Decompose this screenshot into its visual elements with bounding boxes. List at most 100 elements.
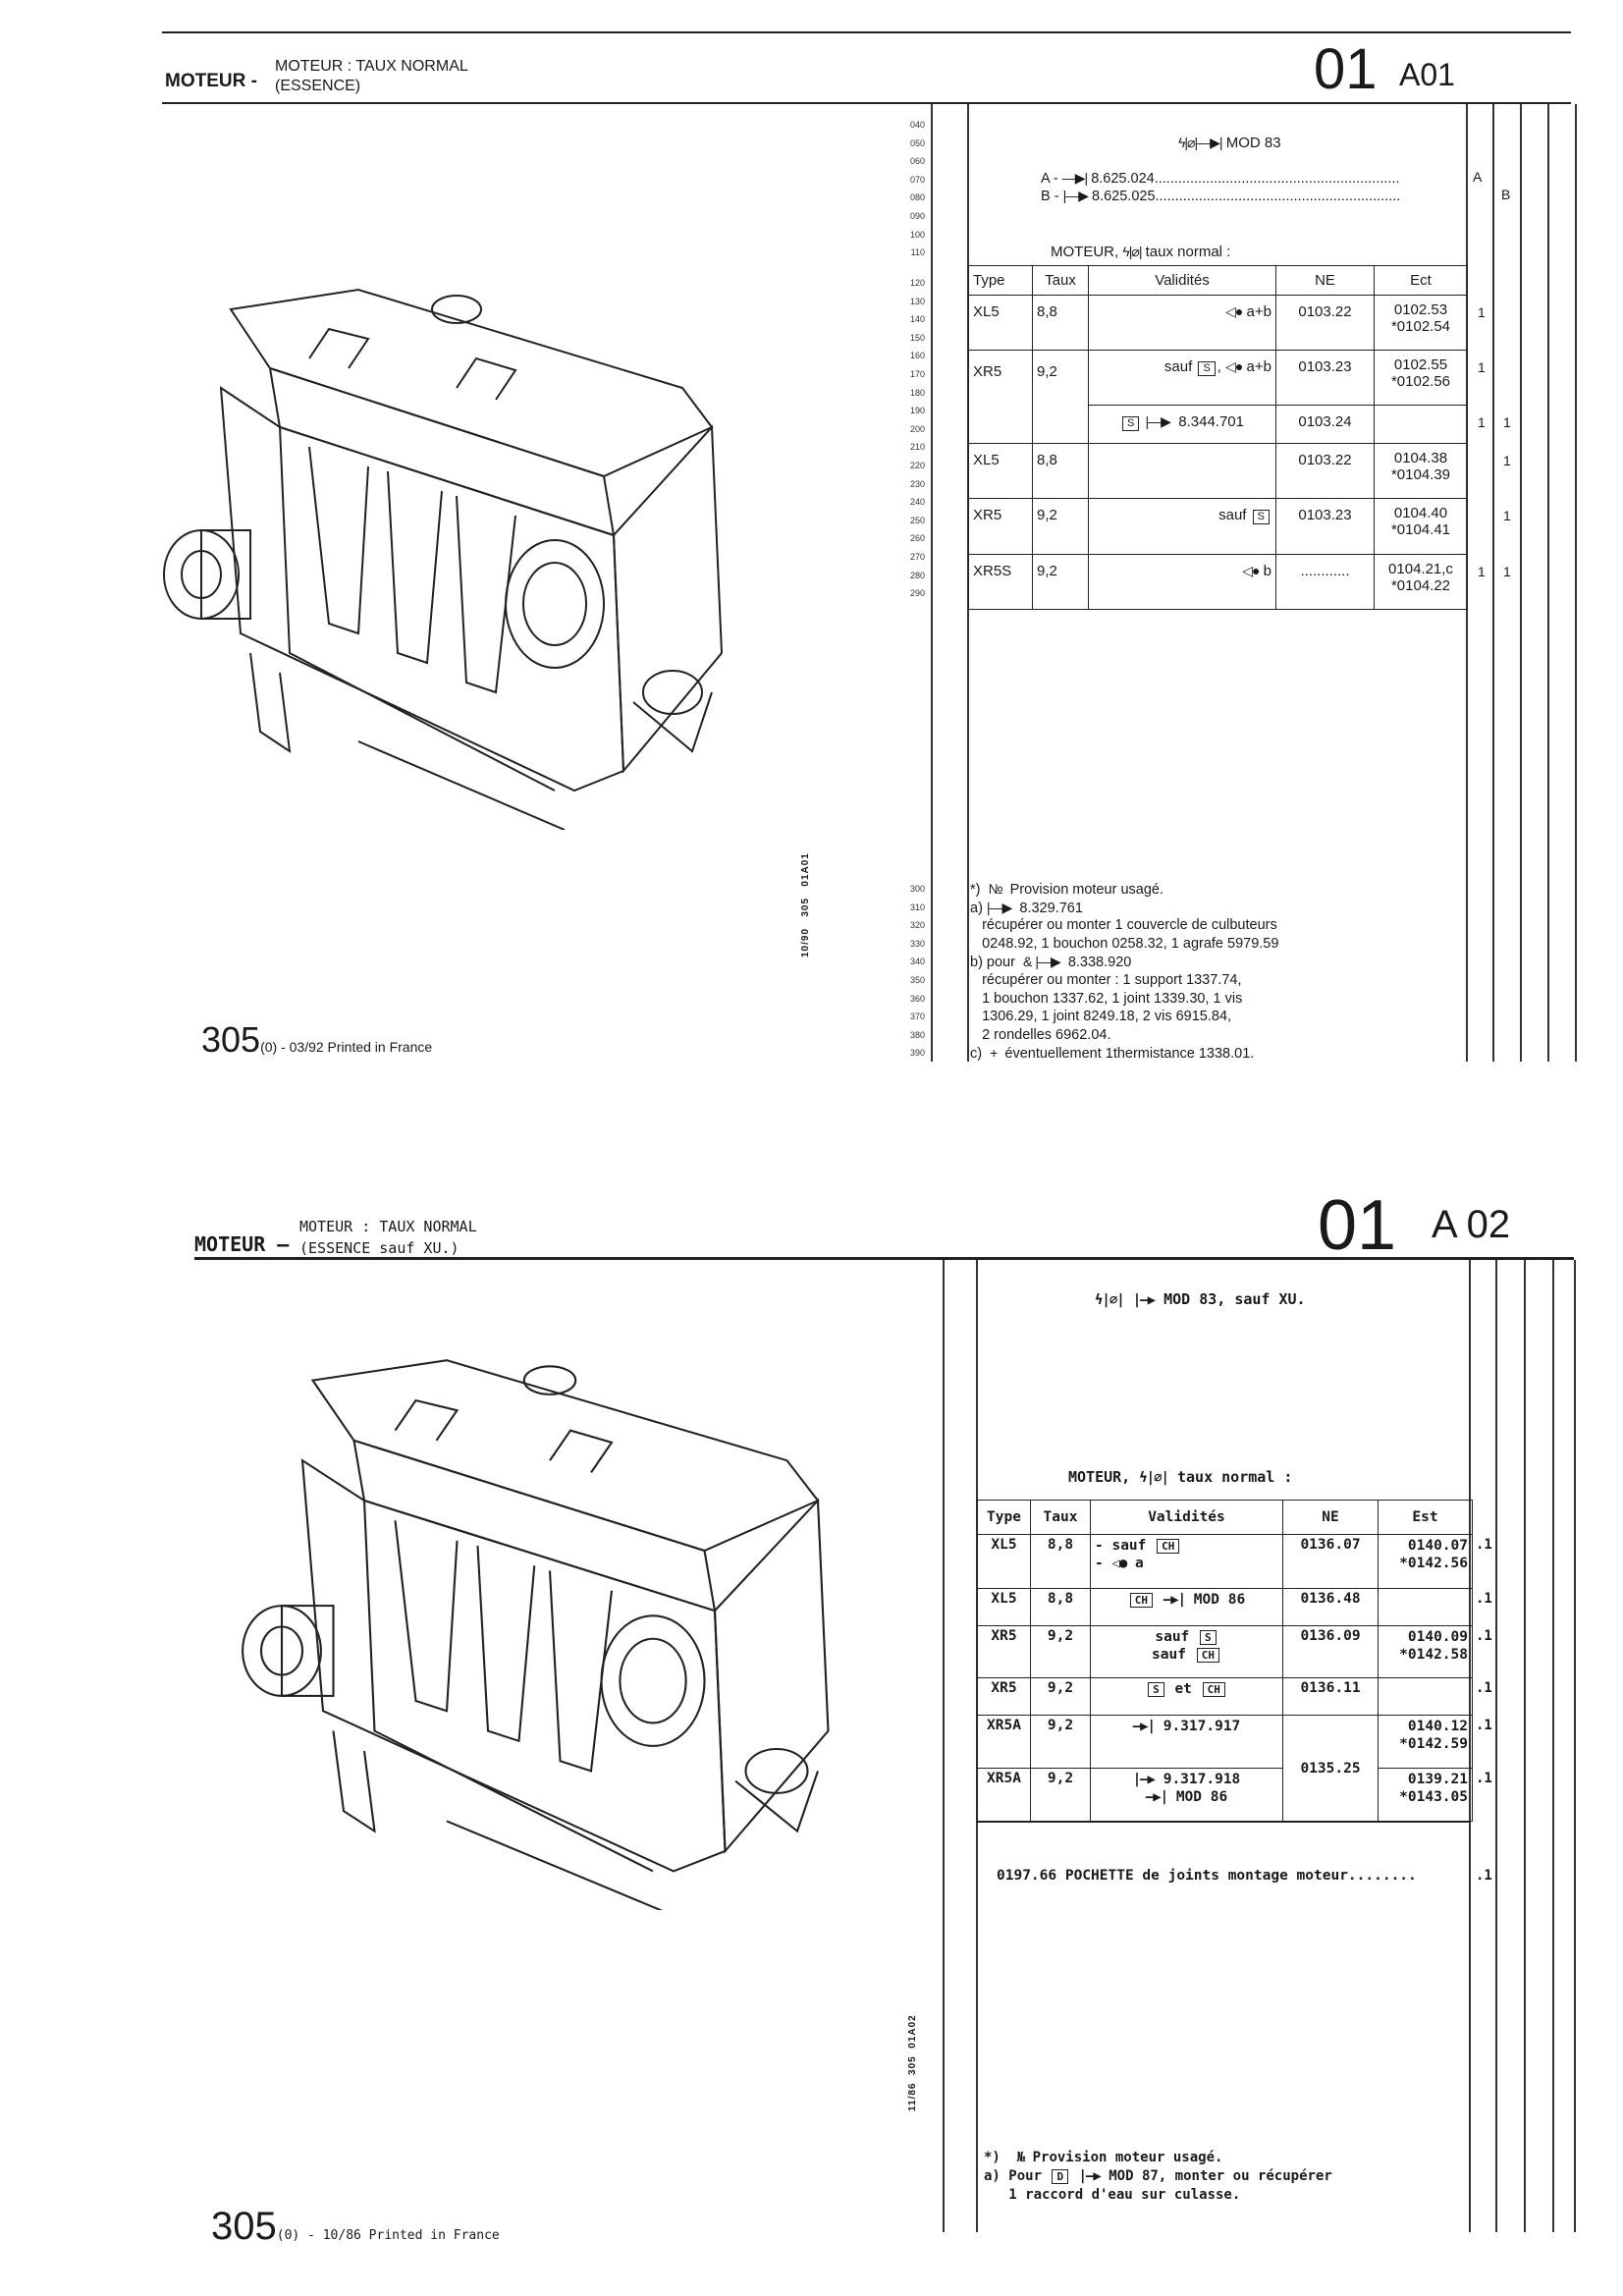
footer: 305(0) - 03/92 Printed in France: [201, 1019, 432, 1061]
ect-ref: 0139.21: [1407, 1772, 1468, 1787]
ect-cell: [1378, 1588, 1473, 1626]
line-number: 090: [909, 211, 925, 221]
line-number: 160: [909, 351, 925, 361]
validity-cell: —▶| 9.317.917: [1090, 1715, 1283, 1769]
ect-ref: *0104.22: [1390, 577, 1451, 594]
engine-drawing: [242, 1359, 830, 1910]
eye-icon: ◁●: [1225, 358, 1243, 374]
text-segment: sauf: [1155, 1629, 1199, 1645]
validity-cell: CH —▶| MOD 86: [1090, 1588, 1283, 1626]
number-sign-icon: №: [1016, 2150, 1026, 2165]
line-number: 370: [909, 1011, 925, 1022]
taux-cell: 8,8: [1032, 295, 1089, 351]
margin-line: [931, 104, 933, 1062]
chapter-number: 01: [1314, 37, 1378, 101]
line-number: 040: [909, 120, 925, 130]
boxed-code-ch: CH: [1129, 1593, 1154, 1608]
text-segment: ,: [1217, 358, 1226, 375]
validity-line: CH —▶| MOD 86: [1095, 1591, 1278, 1609]
text-segment: MOD 86: [1167, 1789, 1228, 1805]
boxed-code-s: S: [1148, 1682, 1164, 1697]
ect-ref: *0104.39: [1390, 466, 1451, 483]
header-rule: [194, 1257, 1574, 1260]
line-number: 280: [909, 570, 925, 580]
number-sign-icon: №: [988, 881, 1003, 897]
validity-cell: sauf S: [1088, 498, 1276, 555]
validity-cell: ◁● a+b: [1088, 295, 1276, 351]
line-number: 060: [909, 156, 925, 167]
side-reference: 10/90 305 01A01: [800, 852, 811, 957]
text-segment: 0248.92, 1 bouchon 0258.32, 1 agrafe 597…: [970, 935, 1279, 952]
flywheel-housing: [600, 1614, 706, 1747]
taux-cell: 8,8: [1030, 1534, 1091, 1589]
line-number: 150: [909, 332, 925, 343]
type-cell: XR5: [977, 1677, 1031, 1716]
validity-cell: S et CH: [1090, 1677, 1283, 1716]
text-segment: taux normal :: [1167, 1468, 1293, 1486]
line-number: 250: [909, 515, 925, 525]
text-segment: MOTEUR,: [1068, 1468, 1140, 1486]
validity-cell: |—▶ 9.317.918—▶| MOD 86: [1090, 1768, 1283, 1822]
qty-column-border: [1552, 1260, 1554, 2232]
ect-ref: *0104.41: [1390, 521, 1451, 538]
eye-icon: ◁●: [1111, 1556, 1127, 1571]
text-segment: a): [970, 900, 987, 916]
quantity: .1: [1476, 1537, 1492, 1553]
type-cell: XL5: [977, 1588, 1031, 1626]
validity-cell: S |—▶ 8.344.701: [1088, 405, 1276, 444]
ne-cell: 0103.23: [1275, 498, 1375, 555]
air-conditioning-icon: &: [1023, 954, 1032, 970]
text-segment: *): [984, 2150, 1017, 2165]
type-cell: XR5A: [977, 1715, 1031, 1769]
timing-cover: [734, 1771, 819, 1833]
text-segment: MOD 83, sauf XU.: [1155, 1290, 1306, 1308]
text-segment: 9.317.917: [1154, 1719, 1241, 1734]
page-code: A 02: [1432, 1203, 1511, 1246]
text-segment: sauf: [1163, 358, 1197, 375]
footnote-line: récupérer ou monter 1 couvercle de culbu…: [970, 916, 1277, 935]
quantity: .1: [1476, 1628, 1492, 1644]
footnote-line: a) |—▶ 8.329.761: [970, 899, 1083, 918]
ect-ref: 0104.38: [1393, 450, 1448, 466]
qty-column-border: [1520, 104, 1522, 1062]
taux-cell: 9,2: [1030, 1715, 1091, 1769]
variant-a-label: A -: [1041, 171, 1058, 187]
text-segment: a+b: [1242, 358, 1271, 375]
arrow-until-icon: —▶|: [1061, 170, 1088, 186]
line-number: 350: [909, 975, 925, 985]
text-segment: [1124, 1290, 1133, 1308]
column-header: Type: [977, 1500, 1031, 1535]
validity-line: |—▶ 9.317.918: [1095, 1771, 1278, 1788]
validity-line: S et CH: [1095, 1680, 1278, 1698]
valve-cover: [310, 1359, 820, 1553]
text-segment: [1155, 1592, 1163, 1608]
text-segment: sauf: [1218, 507, 1251, 523]
engine-drawing: [163, 288, 724, 830]
variant-a-column-label: A: [1473, 169, 1483, 185]
column-header: Taux: [1030, 1500, 1091, 1535]
arrow-from-icon: |—▶: [1145, 413, 1171, 429]
footnote-line: a) Pour D |—▶ MOD 87, monter ou récupére…: [984, 2167, 1332, 2186]
footnote-line: 0248.92, 1 bouchon 0258.32, 1 agrafe 597…: [970, 935, 1278, 954]
footnote-line: 1 bouchon 1337.62, 1 joint 1339.30, 1 vi…: [970, 990, 1242, 1009]
valve-cover: [229, 288, 714, 478]
quantity-a: 1: [1478, 564, 1486, 579]
mod-line: ϟ|⌀| |—▶ MOD 83, sauf XU.: [1095, 1290, 1306, 1308]
line-number: 230: [909, 478, 925, 489]
text-segment: a: [1126, 1556, 1144, 1571]
validity-cell: sauf S, ◁● a+b: [1088, 350, 1276, 406]
ne-cell: 0135.25: [1282, 1715, 1379, 1822]
quantity-b: 1: [1503, 453, 1511, 468]
text-segment: - sauf: [1095, 1538, 1156, 1554]
quantity: .1: [1476, 1771, 1492, 1786]
line-number: 220: [909, 461, 925, 470]
text-segment: et: [1165, 1681, 1201, 1697]
oil-pan: [446, 1820, 664, 1910]
boxed-code-s: S: [1198, 361, 1216, 376]
header-rule: [162, 102, 1571, 104]
text-segment: 1 raccord d'eau sur culasse.: [984, 2187, 1241, 2203]
